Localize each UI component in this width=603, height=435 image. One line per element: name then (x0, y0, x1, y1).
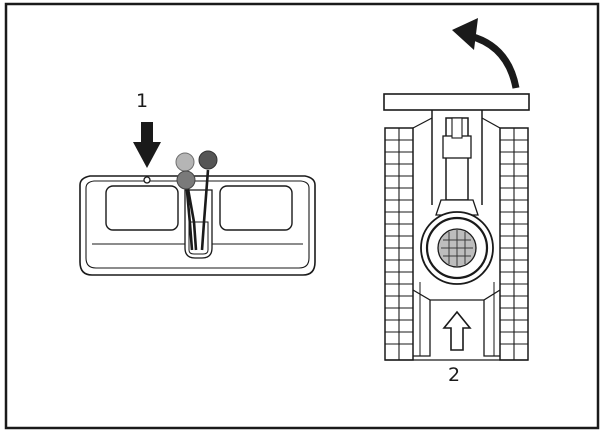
boom-joint (435, 199, 479, 216)
figure-frame (4, 2, 600, 430)
callout-1: 1 (136, 90, 149, 112)
turntable-ring (425, 216, 489, 280)
blade-brace-right (481, 117, 501, 129)
dozer-blade (383, 93, 530, 111)
control-console (79, 150, 316, 276)
right-track (499, 127, 529, 361)
knob-light (175, 152, 195, 172)
knob-mid (176, 170, 196, 190)
left-track (384, 127, 414, 361)
lever-slot-inner (188, 221, 209, 255)
machine-top-view (383, 93, 530, 361)
chassis-left (412, 289, 431, 357)
blade-brace-left (412, 117, 433, 129)
cylinder (451, 117, 463, 139)
arrow-down-icon (133, 122, 161, 168)
boom-head (442, 135, 472, 159)
lever-stem-right (200, 169, 210, 251)
hub-grid (441, 230, 473, 266)
indicator-dot (143, 176, 151, 184)
console-rim (85, 180, 310, 269)
curved-arrow-icon (452, 18, 520, 89)
lever-stem-left (184, 179, 194, 251)
arrow-up-icon (442, 310, 472, 351)
callout-2: 2 (448, 364, 461, 386)
knob-dark (198, 150, 218, 170)
right-pad (219, 185, 293, 231)
chassis-right (483, 289, 501, 357)
left-pad (105, 185, 179, 231)
